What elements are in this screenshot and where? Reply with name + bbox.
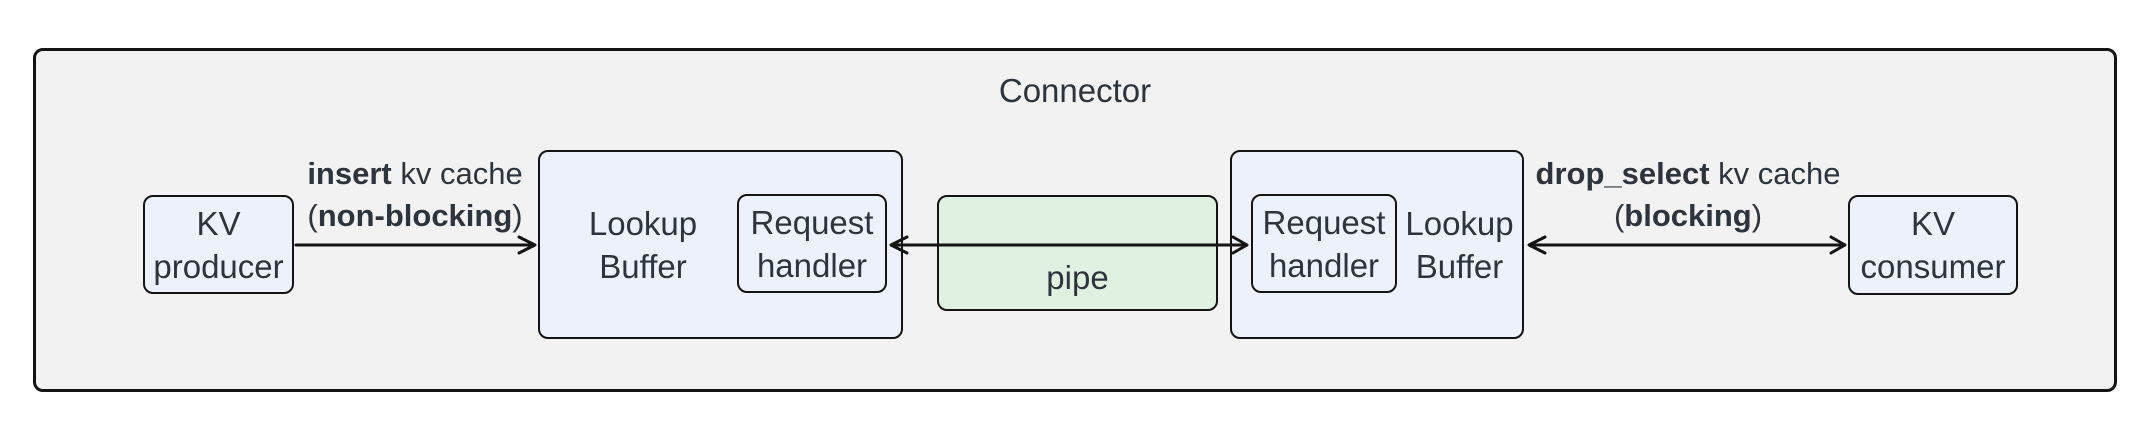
node-label-line: Lookup — [588, 204, 698, 242]
node-label-line: KV — [1910, 205, 1956, 242]
node-label-line: producer — [153, 247, 284, 285]
lookup-buffer-right-label: Lookup Buffer — [1402, 202, 1517, 288]
node-label-line: Request — [1262, 203, 1386, 241]
edge-label-bold: drop_select — [1535, 156, 1710, 191]
lookup-buffer-left-node: Lookup Buffer Request handler — [538, 150, 903, 339]
pipe-node: pipe — [937, 195, 1218, 311]
node-label-line: handler — [756, 246, 868, 284]
node-label-line: KV — [196, 204, 241, 242]
drop-select-edge-label: drop_select kv cache (blocking) — [1536, 153, 1841, 237]
edge-label-text: ( — [307, 198, 318, 233]
edge-label-line: (non-blocking) — [307, 195, 522, 237]
node-label-line: Buffer — [599, 247, 687, 285]
node-label-line: Request — [750, 203, 874, 241]
edge-label-line: drop_select kv cache — [1536, 153, 1841, 195]
lookup-buffer-left-label: Lookup Buffer — [548, 202, 738, 288]
request-handler-left-node: Request handler — [737, 194, 887, 293]
pipe-label: pipe — [1046, 259, 1109, 296]
edge-label-bold: blocking — [1624, 198, 1752, 233]
lookup-buffer-right-node: Request handler Lookup Buffer — [1230, 150, 1524, 339]
node-label-line: Lookup — [1405, 204, 1514, 242]
edge-label-bold: non-blocking — [317, 198, 513, 233]
edge-label-text: ( — [1613, 198, 1625, 233]
kv-producer-node: KV producer — [143, 195, 294, 294]
connector-title: Connector — [998, 72, 1152, 109]
node-label-line: handler — [1268, 246, 1380, 284]
edge-label-text: ) — [512, 198, 523, 233]
edge-label-line: insert kv cache — [307, 153, 522, 195]
edge-label-line: (blocking) — [1536, 195, 1841, 237]
node-label-line: consumer — [1860, 248, 2006, 285]
node-label-line: Buffer — [1415, 247, 1504, 285]
edge-label-text: kv cache — [1709, 156, 1841, 191]
edge-label-bold: insert — [307, 156, 392, 191]
edge-label-text: kv cache — [391, 156, 523, 191]
edge-label-text: ) — [1751, 198, 1763, 233]
insert-edge-label: insert kv cache (non-blocking) — [307, 153, 522, 237]
kv-consumer-node: KV consumer — [1848, 195, 2018, 295]
request-handler-right-node: Request handler — [1251, 194, 1397, 293]
